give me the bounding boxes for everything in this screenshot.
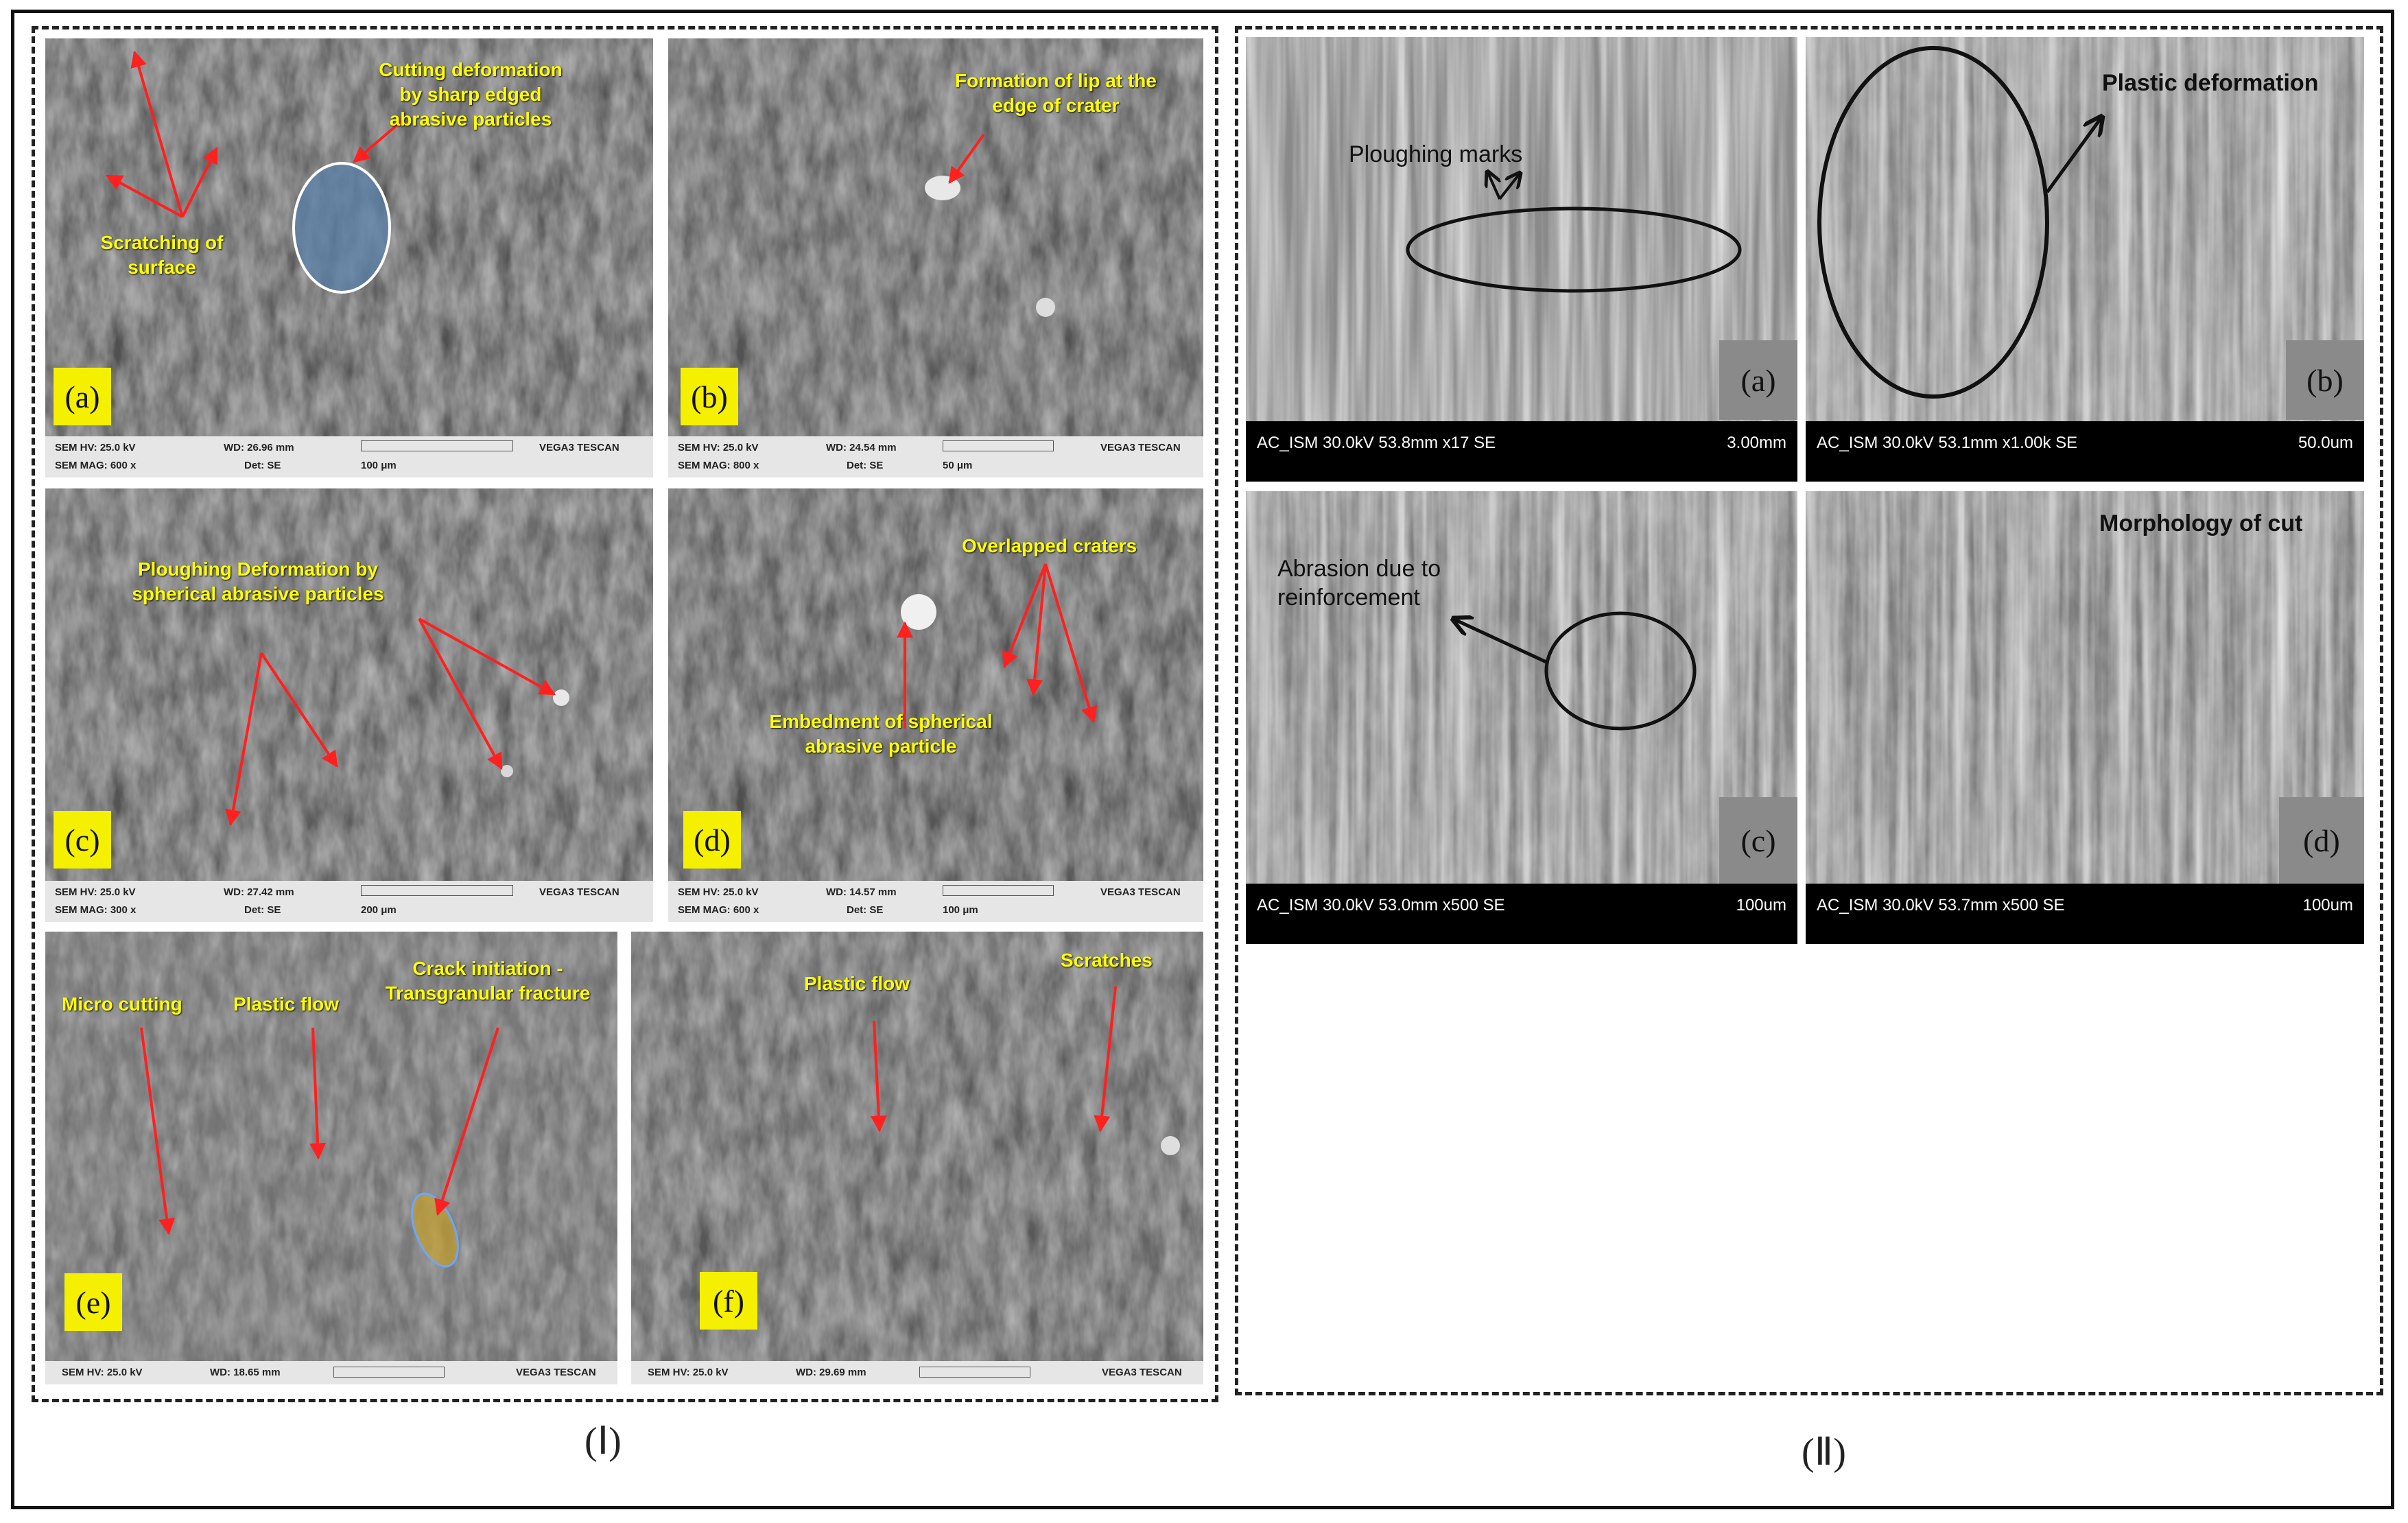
annotation-plastic-flow: Plastic flow: [804, 973, 910, 994]
sem-image-I-b: Formation of lip at the edge of crater (…: [668, 38, 1203, 477]
sem-image-II-d: Morphology of cut (d) AC_ISM 30.0kV 53.7…: [1806, 491, 2364, 944]
group-I-frame: [32, 26, 1218, 1402]
sem-image-I-e: Micro cutting Plastic flow Crack initiat…: [45, 932, 617, 1384]
panel-label-I-e: (e): [64, 1273, 122, 1331]
sem-image-I-c: Ploughing Deformation by spherical abras…: [45, 488, 653, 922]
annotation-morphology-of-cut: Morphology of cut: [2099, 510, 2303, 536]
annotation-plastic-flow: Plastic flow: [233, 993, 340, 1015]
scale-bar: [943, 885, 1054, 896]
annotation-scratches: Scratches: [1061, 949, 1153, 971]
sem-info-bar: SEM HV: 25.0 kV WD: 18.65 mm VEGA3 TESCA…: [45, 1361, 617, 1384]
sem-image-I-a: Cutting deformation by sharp edged abras…: [45, 38, 653, 477]
sem-image-II-c: Abrasion due to reinforcement (c) AC_ISM…: [1246, 491, 1797, 944]
caption-group-II: (Ⅱ): [1802, 1431, 1846, 1474]
panel-label-I-c: (c): [54, 811, 111, 869]
sem-texture: [1246, 491, 1797, 944]
panel-label-II-d: (d): [2279, 797, 2364, 884]
scale-bar: [943, 440, 1054, 451]
group-II-frame: [1235, 26, 2383, 1395]
annotation-embedment: Embedment of spherical abrasive particle: [769, 711, 993, 757]
sem-texture: [1806, 491, 2364, 944]
annotation-scratching: Scratching of surface: [100, 232, 224, 278]
annotation-ploughing-deformation: Ploughing Deformation by spherical abras…: [132, 558, 384, 604]
sem-texture: [45, 488, 653, 922]
scale-bar: [919, 1367, 1030, 1378]
sem-texture: [1806, 37, 2364, 482]
scale-bar: [361, 440, 513, 451]
sem-info-bar: SEM HV: 25.0 kV WD: 29.69 mm VEGA3 TESCA…: [631, 1361, 1203, 1384]
sem-image-I-d: Overlapped craters Embedment of spherica…: [668, 488, 1203, 922]
annotation-ploughing-marks: Ploughing marks: [1349, 141, 1523, 167]
sem-image-II-b: Plastic deformation (b) AC_ISM 30.0kV 53…: [1806, 37, 2364, 482]
annotation-plastic-deformation: Plastic deformation: [2102, 70, 2319, 96]
sem-info-bar: AC_ISM 30.0kV 53.1mm x1.00k SE 50.0um: [1806, 421, 2364, 482]
panel-label-II-c: (c): [1719, 797, 1797, 884]
scale-bar: [333, 1367, 445, 1378]
sem-texture: [1246, 37, 1797, 482]
sem-texture: [668, 38, 1203, 477]
annotation-crack-initiation: Crack initiation - Transgranular fractur…: [385, 958, 591, 1004]
scale-bar: [361, 885, 513, 896]
panel-label-II-b: (b): [2286, 340, 2364, 420]
panel-label-II-a: (a): [1719, 340, 1797, 420]
panel-label-I-d: (d): [683, 811, 741, 869]
sem-info-bar: SEM HV: 25.0 kV WD: 24.54 mm VEGA3 TESCA…: [668, 436, 1203, 477]
sem-info-bar: AC_ISM 30.0kV 53.7mm x500 SE 100um: [1806, 884, 2364, 944]
sem-texture: [668, 488, 1203, 922]
sem-info-bar: SEM HV: 25.0 kV WD: 27.42 mm VEGA3 TESCA…: [45, 881, 653, 922]
caption-group-I: (Ⅰ): [585, 1420, 622, 1463]
panel-label-I-a: (a): [54, 368, 111, 425]
panel-label-I-b: (b): [681, 368, 738, 425]
annotation-overlapped-craters: Overlapped craters: [962, 535, 1137, 556]
annotation-micro-cutting: Micro cutting: [62, 993, 182, 1015]
annotation-abrasion: Abrasion due to reinforcement: [1277, 556, 1441, 611]
figure-frame: [11, 10, 2394, 1509]
annotation-cutting-deformation: Cutting deformation by sharp edged abras…: [379, 59, 563, 130]
sem-image-I-f: Plastic flow Scratches (f) SEM HV: 25.0 …: [631, 932, 1203, 1384]
sem-info-bar: SEM HV: 25.0 kV WD: 26.96 mm VEGA3 TESCA…: [45, 436, 653, 477]
annotation-lip-formation: Formation of lip at the edge of crater: [955, 70, 1157, 116]
sem-image-II-a: Ploughing marks (a) AC_ISM 30.0kV 53.8mm…: [1246, 37, 1797, 482]
panel-label-I-f: (f): [700, 1272, 757, 1330]
sem-info-bar: AC_ISM 30.0kV 53.0mm x500 SE 100um: [1246, 884, 1797, 944]
sem-info-bar: SEM HV: 25.0 kV WD: 14.57 mm VEGA3 TESCA…: [668, 881, 1203, 922]
sem-info-bar: AC_ISM 30.0kV 53.8mm x17 SE 3.00mm: [1246, 421, 1797, 482]
